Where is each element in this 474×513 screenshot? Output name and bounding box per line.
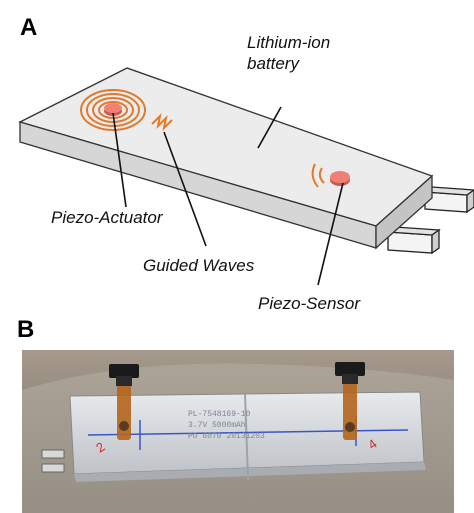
photo-print-line1: PL-7548169-10: [188, 410, 251, 419]
guided-wave-squiggle: [151, 112, 173, 132]
battery-body: [18, 67, 434, 250]
photo-clamps: [109, 362, 365, 386]
label-battery-line1: Lithium-ion: [247, 33, 331, 52]
battery-photograph: PL-7548169-10 3.7V 5000mAh PO 6070 20131…: [22, 350, 454, 513]
label-battery: Lithium-ion battery: [247, 32, 330, 74]
photo-print-line2: 3.7V 5000mAh: [188, 421, 246, 430]
panel-b-letter: B: [17, 316, 35, 343]
label-guided-waves: Guided Waves: [143, 256, 255, 275]
photo-cell-tab-bottom: [41, 463, 65, 473]
photo-cell-print: PL-7548169-10 3.7V 5000mAh PO 6070 20131…: [188, 410, 265, 441]
piezo-actuator-disc: [104, 103, 122, 116]
battery-tabs: [386, 186, 474, 255]
label-piezo-sensor: Piezo-Sensor: [258, 294, 361, 313]
leader-lines: [112, 106, 344, 286]
label-battery-line2: battery: [247, 54, 299, 73]
photo-piezo-discs: [119, 421, 355, 432]
piezo-sensor-disc: [330, 171, 350, 186]
photo-print-line3: PO 6070 20131203: [188, 432, 265, 441]
photo-cell-tab-top: [41, 449, 65, 459]
photo-cell-edge: [74, 462, 426, 482]
photo-seam: [244, 393, 249, 481]
sensor-receive-arcs: [311, 163, 325, 188]
battery-schematic: [18, 67, 474, 286]
label-piezo-actuator: Piezo-Actuator: [51, 208, 163, 227]
panel-a-letter: A: [20, 14, 38, 41]
